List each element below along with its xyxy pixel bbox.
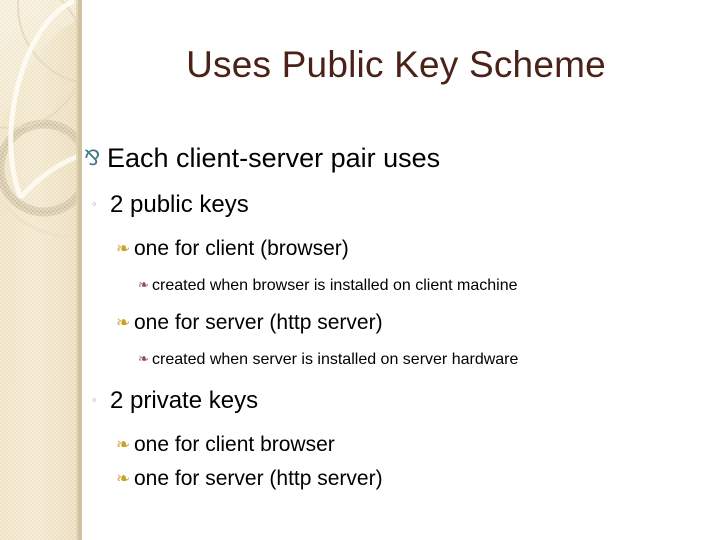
- outline-line-level4: ❧created when browser is installed on cl…: [0, 271, 720, 300]
- bullet-level4-icon: ❧: [138, 277, 149, 292]
- outline-line-level1: ⅋ Each client-server pair uses: [0, 138, 720, 181]
- outline-text: created when browser is installed on cli…: [152, 277, 518, 294]
- slide-title: Uses Public Key Scheme: [186, 44, 606, 85]
- slide-body: ⅋ Each client-server pair uses ◦ 2 public …: [0, 138, 720, 496]
- bullet-level2-icon: ◦: [92, 196, 97, 211]
- outline-line-level3: ❧one for client (browser): [0, 232, 720, 266]
- outline-text: created when server is installed on serv…: [152, 351, 519, 368]
- bullet-level2-icon: ◦: [92, 392, 97, 407]
- outline-text: Each client-server pair uses: [107, 143, 441, 173]
- outline-text: 2 private keys: [110, 387, 259, 414]
- bullet-level4-icon: ❧: [138, 351, 149, 366]
- bullet-level3-icon: ❧: [116, 313, 131, 332]
- outline-text: one for server (http server): [134, 467, 383, 490]
- bullet-level3-icon: ❧: [116, 239, 131, 258]
- outline-text: one for server (http server): [134, 311, 383, 334]
- left-band-graphic: [0, 0, 82, 540]
- outline-line-level2: ◦ 2 public keys: [0, 186, 720, 226]
- outline-text: one for client (browser): [134, 237, 349, 260]
- outline-line-level2: ◦ 2 private keys: [0, 382, 720, 422]
- outline-line-level3: ❧one for server (http server): [0, 462, 720, 496]
- bullet-level3-icon: ❧: [116, 435, 131, 454]
- outline-text: 2 public keys: [110, 191, 249, 218]
- decorative-left-band: [0, 0, 82, 540]
- outline-text: one for client browser: [134, 433, 335, 456]
- outline-line-level3: ❧one for server (http server): [0, 306, 720, 340]
- bullet-level3-icon: ❧: [116, 469, 131, 488]
- outline-line-level4: ❧created when server is installed on ser…: [0, 345, 720, 374]
- outline-line-level3: ❧one for client browser: [0, 428, 720, 462]
- bullet-level1-icon: ⅋: [84, 147, 101, 170]
